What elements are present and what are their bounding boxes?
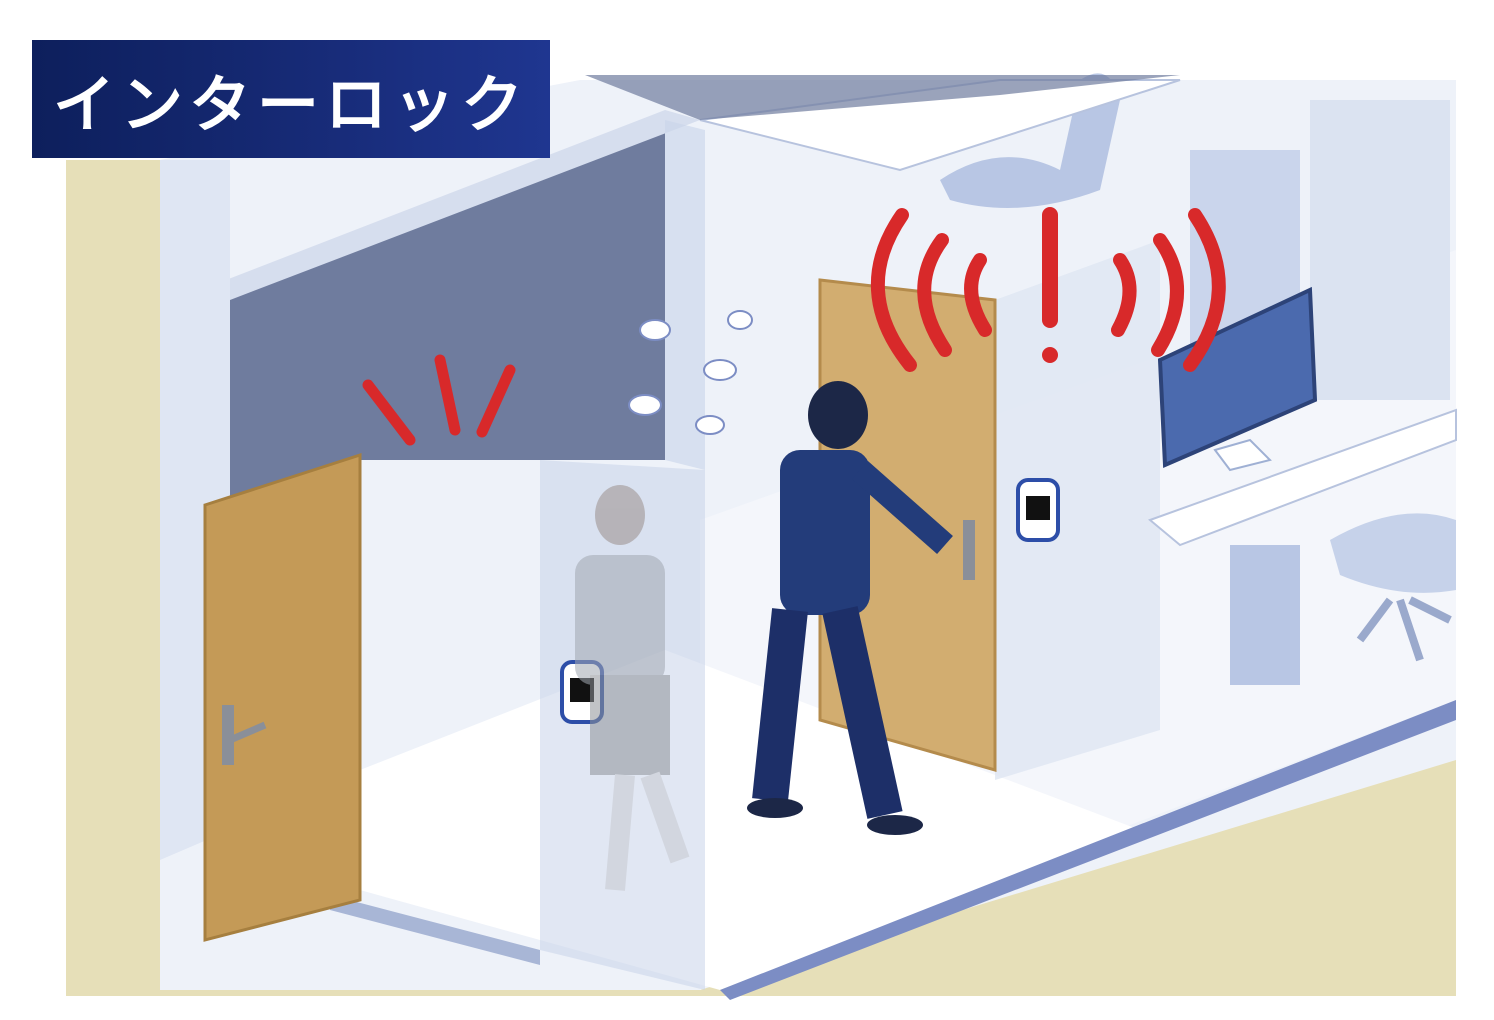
floor-border: [720, 700, 1456, 1000]
right-door-plate: [963, 520, 975, 580]
left-door: [203, 452, 362, 942]
left-door-handle: [228, 721, 267, 744]
monitor: [1157, 286, 1318, 468]
alarm-icon: [870, 207, 1226, 372]
left-door-plate: [222, 705, 234, 765]
surprise-lines-icon: [362, 354, 516, 446]
chair-base: [1356, 596, 1452, 662]
monitor-stand: [1213, 438, 1272, 472]
back-dark-strip: [585, 75, 1180, 120]
page-title: インターロック: [52, 68, 529, 141]
desk-drawers: [1230, 545, 1300, 685]
woman-figure: [575, 485, 690, 891]
title-banner: インターロック: [32, 40, 550, 158]
glass-partition-center: [665, 120, 705, 470]
man-figure: [747, 381, 953, 835]
glass-partition-right: [995, 240, 1160, 780]
cabinet-right: [1310, 100, 1450, 400]
desk-top-right: [1148, 408, 1457, 547]
floor-border-left: [330, 895, 540, 965]
back-partition-top: [200, 110, 700, 300]
interlock-reader-icon: [1016, 478, 1060, 542]
sweat-drops-icon: [628, 310, 753, 435]
office-chair: [1330, 513, 1456, 593]
